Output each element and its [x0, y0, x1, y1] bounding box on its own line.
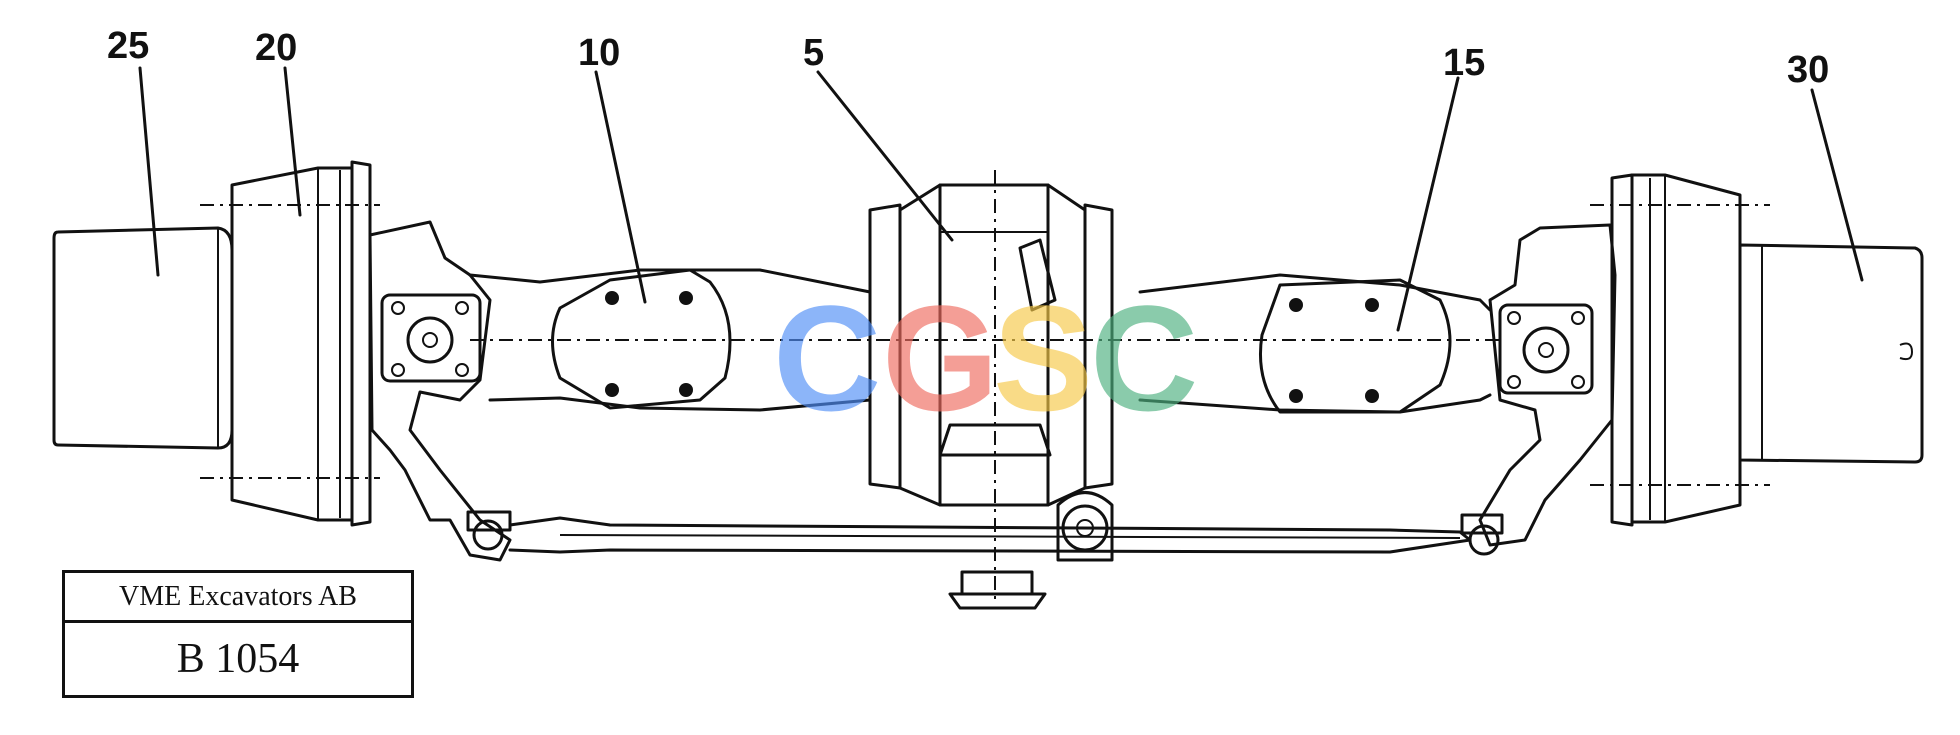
right-hub-cap	[1738, 243, 1924, 464]
leader-line-15	[1396, 76, 1460, 332]
title-block: VME Excavators AB B 1054	[62, 570, 414, 698]
leader-lines	[138, 66, 1864, 332]
right-steering-knuckle	[1460, 223, 1617, 556]
left-steering-knuckle	[368, 220, 512, 562]
callout-30: 30	[1787, 49, 1829, 91]
right-flange-plate	[1258, 278, 1452, 414]
leader-line-30	[1810, 88, 1864, 282]
watermark-letter-c2: C	[1090, 274, 1198, 442]
callout-25: 25	[107, 25, 149, 67]
callout-20: 20	[255, 27, 297, 69]
left-brake-drum	[200, 160, 380, 527]
leader-line-20	[283, 66, 302, 217]
left-flange-plate	[551, 268, 732, 410]
callout-5: 5	[803, 32, 824, 74]
watermark-letter-g: G	[882, 274, 999, 442]
tie-rod	[508, 491, 1472, 562]
left-hub-cap	[52, 226, 234, 450]
leader-line-10	[594, 70, 647, 304]
title-block-company: VME Excavators AB	[65, 573, 411, 623]
callout-15: 15	[1443, 42, 1485, 84]
right-brake-drum	[1590, 173, 1770, 527]
leader-line-25	[138, 66, 160, 277]
watermark-letter-c1: C	[773, 274, 881, 442]
leader-line-5	[816, 70, 954, 242]
watermark-logo: C G S C	[773, 274, 1198, 442]
center-differential-housing	[868, 170, 1114, 610]
callout-labels: 25 20 10 5 15 30	[107, 25, 1829, 91]
title-block-drawing-number: B 1054	[176, 636, 300, 682]
callout-10: 10	[578, 32, 620, 74]
watermark-letter-s: S	[993, 274, 1093, 442]
